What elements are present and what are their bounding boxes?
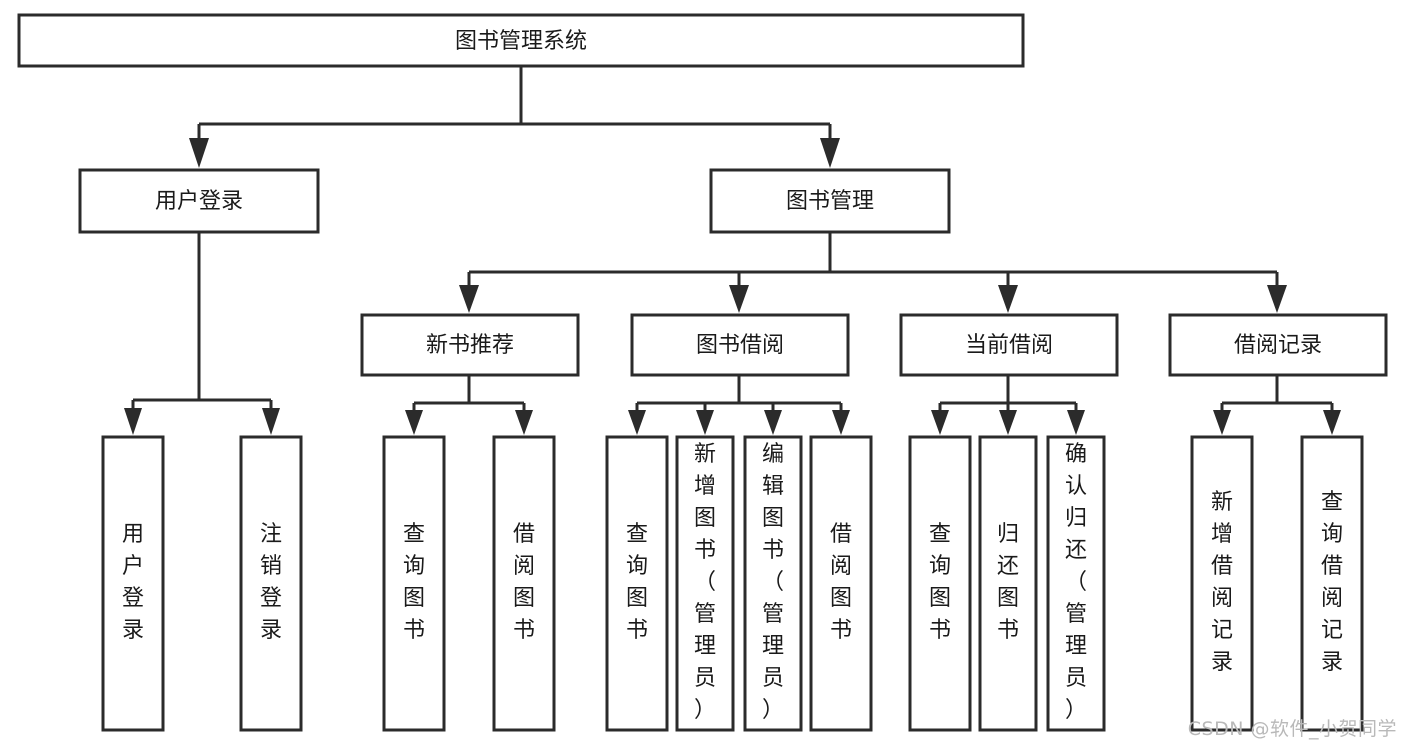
node-book-borrow-label: 图书借阅 [696,333,784,358]
node-leaf-borrow-book-2[interactable]: 借阅图书 [809,435,873,732]
node-leaf-query-book-3[interactable]: 查询图书 [908,435,972,732]
arrow-head-leaf-query-book-1 [405,410,423,435]
node-leaf-add-book-box[interactable] [675,435,735,732]
connector-group-root-to-level2 [189,66,840,168]
arrow-head-book-borrow [729,285,749,313]
arrow-head-leaf-add-record [1213,410,1231,435]
connector-group-newbook-to-leaves [405,375,533,435]
connector-group-currentborrow-to-leaves [931,375,1085,435]
node-leaf-query-book-3-box[interactable] [908,435,972,732]
arrow-head-leaf-edit-book [764,410,782,435]
node-leaf-add-record-label: 新增借阅记录 [1211,490,1233,675]
node-leaf-user-login-box[interactable] [101,435,165,732]
connector-group-bookmanage-to-level3 [459,232,1287,313]
node-book-borrow-box[interactable] [630,313,850,377]
node-user-login-box[interactable] [78,168,320,234]
node-leaf-confirm-return-label: 确认归还（管理员） [1065,442,1087,723]
arrow-head-leaf-user-login [124,408,142,435]
node-leaf-edit-book[interactable]: 编辑图书（管理员） [743,435,803,732]
node-leaf-query-book-2[interactable]: 查询图书 [605,435,669,732]
node-leaf-borrow-book-2-label: 借阅图书 [830,522,852,643]
node-borrow-record[interactable]: 借阅记录 [1168,313,1388,377]
node-new-book-recommend-box[interactable] [360,313,580,377]
node-leaf-query-book-3-label: 查询图书 [929,522,951,643]
arrow-head-leaf-borrow-book-2 [832,410,850,435]
node-leaf-borrow-book-2-box[interactable] [809,435,873,732]
node-leaf-return-book-box[interactable] [978,435,1038,732]
node-root-box[interactable] [17,13,1025,68]
node-leaf-user-logout-label: 注销登录 [260,522,282,643]
arrow-head-leaf-query-book-3 [931,410,949,435]
node-user-login[interactable]: 用户登录 [78,168,320,234]
arrow-head-borrow-record [1267,285,1287,313]
node-borrow-record-label: 借阅记录 [1234,333,1322,358]
node-leaf-edit-book-label: 编辑图书（管理员） [762,442,784,723]
arrow-head-user-login [189,138,209,168]
node-leaf-return-book-label: 归还图书 [997,522,1019,643]
node-leaf-query-record[interactable]: 查询借阅记录 [1300,435,1364,732]
node-leaf-user-login-label: 用户登录 [122,522,144,643]
node-book-manage-box[interactable] [709,168,951,234]
arrow-head-leaf-add-book [696,410,714,435]
node-current-borrow[interactable]: 当前借阅 [899,313,1119,377]
node-leaf-add-record-box[interactable] [1190,435,1254,732]
arrow-head-book-manage [820,138,840,168]
node-leaf-query-book-1[interactable]: 查询图书 [382,435,446,732]
node-leaf-borrow-book-1-box[interactable] [492,435,556,732]
arrow-head-leaf-query-record [1323,410,1341,435]
arrow-head-leaf-confirm-return [1067,410,1085,435]
node-leaf-query-book-1-label: 查询图书 [403,522,425,643]
node-leaf-add-record[interactable]: 新增借阅记录 [1190,435,1254,732]
node-leaf-user-logout-box[interactable] [239,435,303,732]
node-current-borrow-box[interactable] [899,313,1119,377]
node-current-borrow-label: 当前借阅 [965,333,1053,358]
node-leaf-query-book-2-box[interactable] [605,435,669,732]
node-leaf-confirm-return-box[interactable] [1046,435,1106,732]
node-leaf-borrow-book-1-label: 借阅图书 [513,522,535,643]
node-leaf-query-record-label: 查询借阅记录 [1321,490,1343,675]
arrow-head-new-book-recommend [459,285,479,313]
node-leaf-user-login[interactable]: 用户登录 [101,435,165,732]
node-book-borrow[interactable]: 图书借阅 [630,313,850,377]
node-leaf-edit-book-box[interactable] [743,435,803,732]
arrow-head-current-borrow [998,285,1018,313]
node-leaf-query-book-1-box[interactable] [382,435,446,732]
node-new-book-recommend[interactable]: 新书推荐 [360,313,580,377]
node-leaf-add-book[interactable]: 新增图书（管理员） [675,435,735,732]
arrow-head-leaf-return-book [999,410,1017,435]
connector-group-borrowrecord-to-leaves [1213,375,1341,435]
node-leaf-return-book[interactable]: 归还图书 [978,435,1038,732]
node-borrow-record-box[interactable] [1168,313,1388,377]
node-leaf-borrow-book-1[interactable]: 借阅图书 [492,435,556,732]
node-leaf-query-record-box[interactable] [1300,435,1364,732]
node-leaf-confirm-return[interactable]: 确认归还（管理员） [1046,435,1106,732]
arrow-head-leaf-user-logout [262,408,280,435]
node-book-manage-label: 图书管理 [786,189,874,214]
arrow-head-leaf-query-book-2 [628,410,646,435]
node-leaf-user-logout[interactable]: 注销登录 [239,435,303,732]
node-user-login-label: 用户登录 [155,189,243,214]
node-root-label: 图书管理系统 [455,29,587,54]
node-leaf-query-book-2-label: 查询图书 [626,522,648,643]
node-leaf-add-book-label: 新增图书（管理员） [694,442,716,723]
connector-group-bookborrow-to-leaves [628,375,850,435]
node-root[interactable]: 图书管理系统 [17,13,1025,68]
node-book-manage[interactable]: 图书管理 [709,168,951,234]
node-new-book-recommend-label: 新书推荐 [426,333,514,358]
arrow-head-leaf-borrow-book-1 [515,410,533,435]
connector-group-userlogin-to-leaves [124,232,280,435]
